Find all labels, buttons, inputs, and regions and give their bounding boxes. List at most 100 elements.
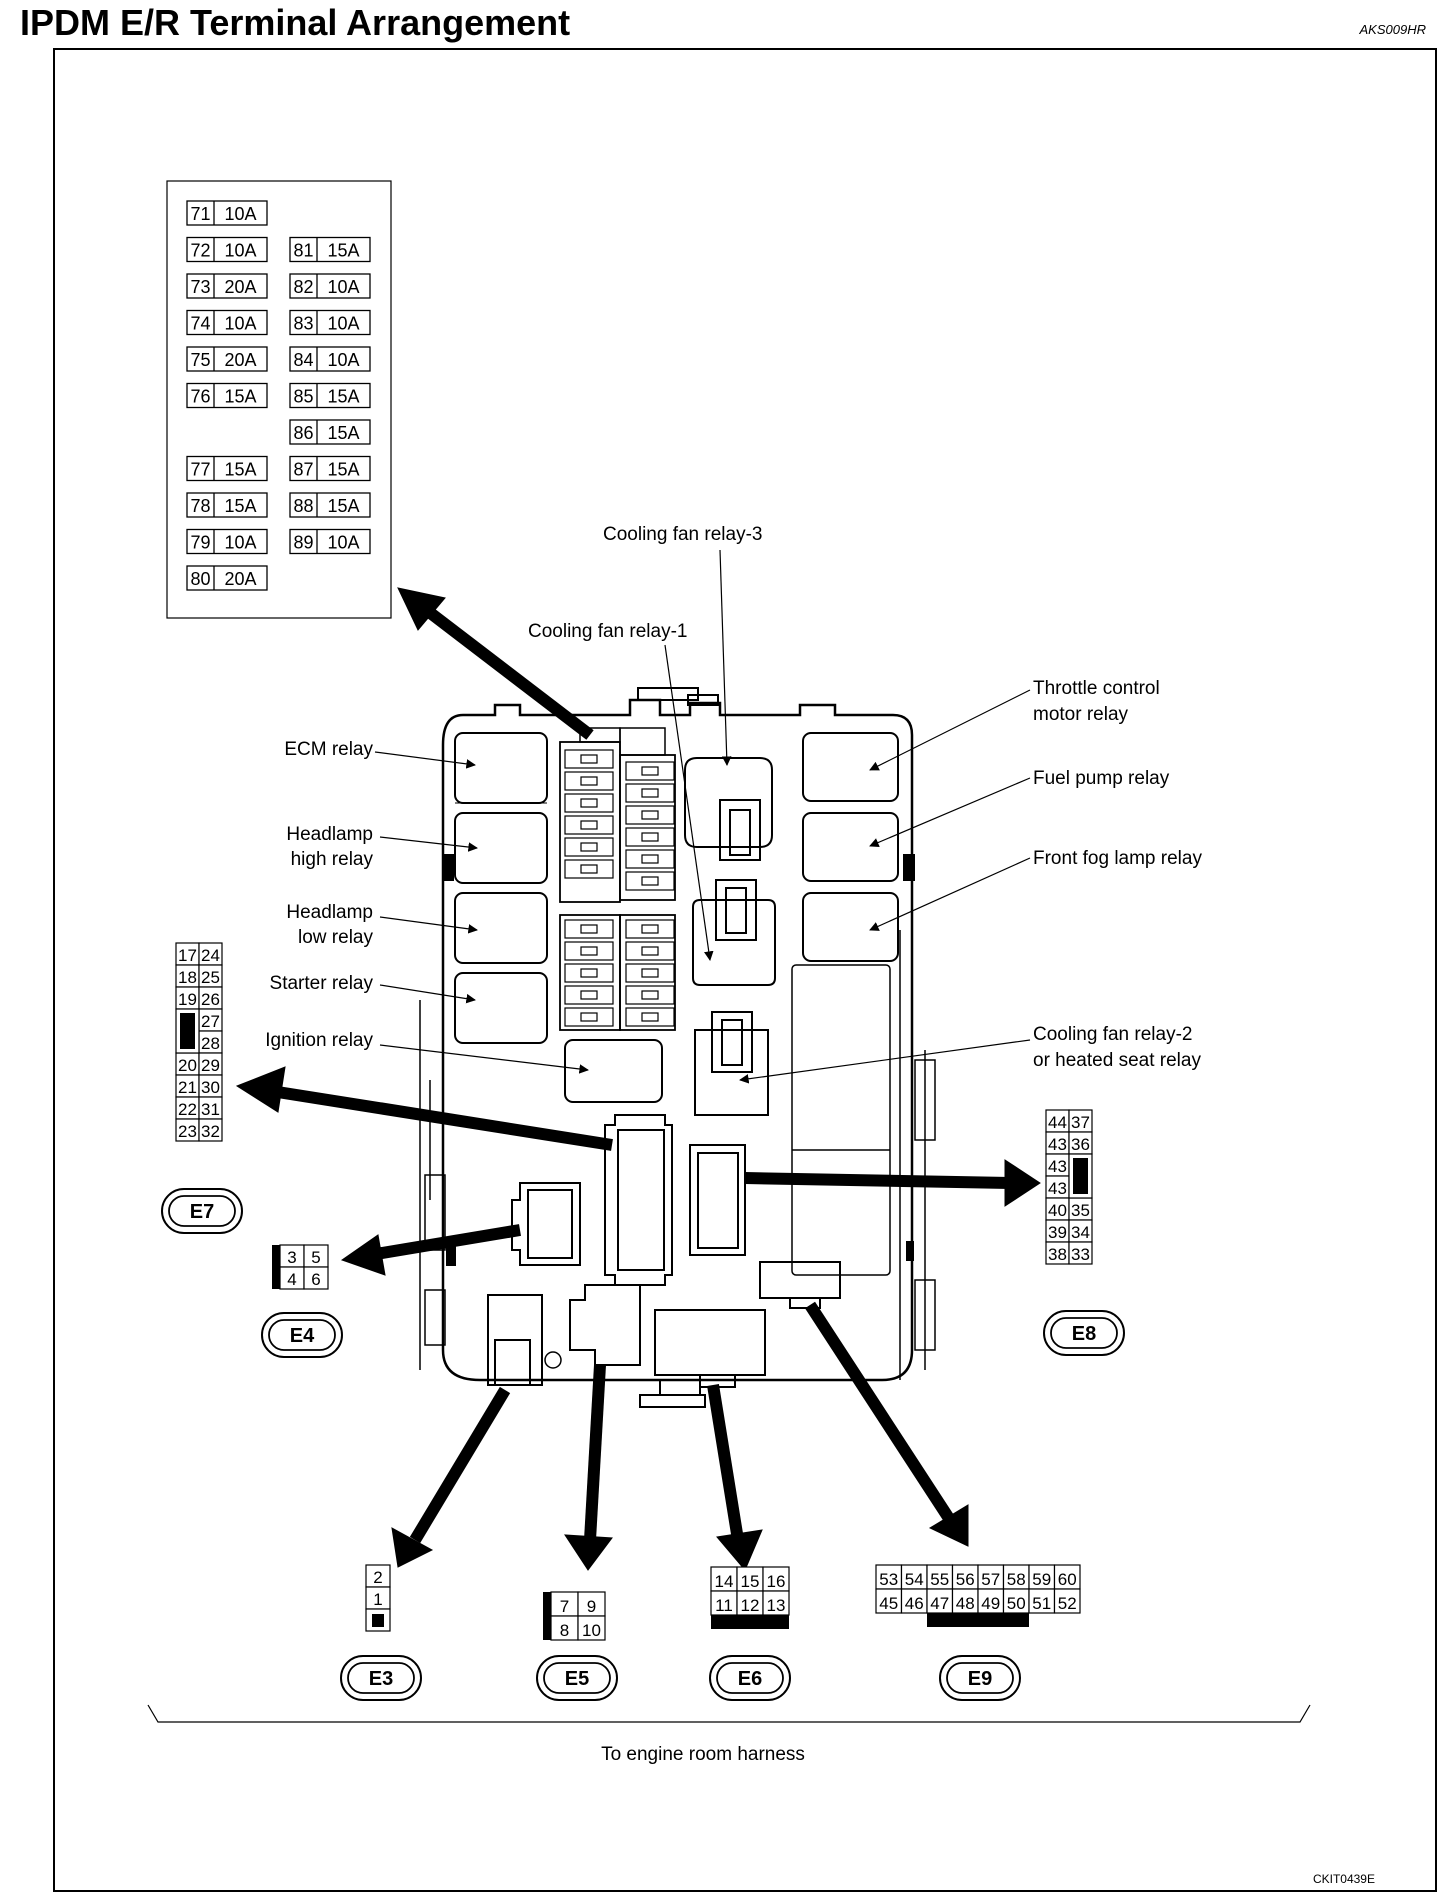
pin-number: 34 xyxy=(1071,1223,1090,1242)
pin-number: 43 xyxy=(1048,1179,1067,1198)
pin-number: 39 xyxy=(1048,1223,1067,1242)
connector-name: E6 xyxy=(738,1668,762,1690)
connector-name: E3 xyxy=(369,1668,393,1690)
connector-label-e8: E8 xyxy=(1043,1310,1125,1356)
fuse-amperage: 15A xyxy=(224,496,256,516)
pin-number: 32 xyxy=(201,1122,220,1141)
starter-relay-label: Starter relay xyxy=(270,973,374,994)
pin-number: 28 xyxy=(201,1034,220,1053)
pin-number: 53 xyxy=(879,1570,898,1589)
pin-number: 60 xyxy=(1058,1570,1077,1589)
fuse-amperage: 15A xyxy=(327,423,359,443)
fuse-amperage: 15A xyxy=(327,460,359,480)
pin-number: 12 xyxy=(741,1596,760,1615)
pin-number: 20 xyxy=(178,1056,197,1075)
pin-number: 24 xyxy=(201,946,220,965)
fuse-amperage: 10A xyxy=(224,204,256,224)
pin-number: 59 xyxy=(1032,1570,1051,1589)
pin-number: 13 xyxy=(767,1596,786,1615)
fuse-number: 77 xyxy=(190,460,210,480)
throttle-control-relay-label-1: Throttle control xyxy=(1033,678,1160,699)
figure-code-top: AKS009HR xyxy=(1359,22,1426,37)
connector-label-e9: E9 xyxy=(939,1655,1021,1701)
fuse-amperage: 15A xyxy=(327,387,359,407)
fuse-amperage: 15A xyxy=(224,387,256,407)
fuel-pump-relay-label: Fuel pump relay xyxy=(1033,768,1170,789)
fuse-number: 79 xyxy=(190,533,210,553)
fuse-number: 71 xyxy=(190,204,210,224)
diagram-frame xyxy=(53,48,1437,1892)
headlamp-high-relay-label-2: high relay xyxy=(291,849,374,870)
connector-label-e5: E5 xyxy=(536,1655,618,1701)
fuse-number: 73 xyxy=(190,277,210,297)
fuse-number: 88 xyxy=(293,496,313,516)
fuse-amperage: 15A xyxy=(327,241,359,261)
cooling-fan-relay-2-label-1: Cooling fan relay-2 xyxy=(1033,1024,1192,1045)
fuse-number: 74 xyxy=(190,314,210,334)
pin-number: 31 xyxy=(201,1100,220,1119)
pin-number: 43 xyxy=(1048,1157,1067,1176)
fuse-amperage: 10A xyxy=(327,350,359,370)
leader-lines xyxy=(374,549,1031,1084)
connector-name: E8 xyxy=(1072,1323,1096,1345)
fuse-number: 84 xyxy=(293,350,313,370)
pin-number: 5 xyxy=(311,1248,320,1267)
pin-number: 48 xyxy=(956,1594,975,1613)
fuse-number: 72 xyxy=(190,241,210,261)
cooling-fan-relay-3-label: Cooling fan relay-3 xyxy=(603,524,762,545)
pin-number: 10 xyxy=(582,1621,601,1640)
pin-number: 8 xyxy=(560,1621,569,1640)
connector-label-e7: E7 xyxy=(161,1188,243,1234)
pin-number: 37 xyxy=(1071,1113,1090,1132)
pin-number: 23 xyxy=(178,1122,197,1141)
fuse-amperage: 20A xyxy=(224,277,256,297)
harness-label: To engine room harness xyxy=(601,1744,805,1765)
pin-number: 35 xyxy=(1071,1201,1090,1220)
front-fog-lamp-relay-label: Front fog lamp relay xyxy=(1033,848,1202,869)
fuse-84: 84 10A xyxy=(289,346,371,372)
pin-number: 46 xyxy=(905,1594,924,1613)
cooling-fan-relay-2-label-2: or heated seat relay xyxy=(1033,1050,1201,1071)
pin-number: 3 xyxy=(287,1248,296,1267)
pin-number: 15 xyxy=(741,1572,760,1591)
fuse-amperage: 10A xyxy=(327,277,359,297)
pin-number: 54 xyxy=(905,1570,924,1589)
pin-number: 29 xyxy=(201,1056,220,1075)
pin-number: 2 xyxy=(373,1568,382,1587)
connector-label-e6: E6 xyxy=(709,1655,791,1701)
fuse-amperage: 10A xyxy=(327,533,359,553)
pin-number: 55 xyxy=(930,1570,949,1589)
pin-number: 27 xyxy=(201,1012,220,1031)
page-title: IPDM E/R Terminal Arrangement xyxy=(20,2,571,43)
fuse-77: 77 15A xyxy=(186,455,268,482)
relay-labels: ECM relay Headlamp high relay Headlamp l… xyxy=(265,524,1202,1071)
pin-number: 21 xyxy=(178,1078,197,1097)
connector-name: E7 xyxy=(190,1201,214,1223)
pin-number: 43 xyxy=(1048,1135,1067,1154)
fuse-amperage: 15A xyxy=(224,460,256,480)
pin-number: 49 xyxy=(981,1594,1000,1613)
connector-name: E5 xyxy=(565,1668,589,1690)
pin-number: 18 xyxy=(178,968,197,987)
fuse-87: 87 15A xyxy=(289,455,371,482)
pin-number: 36 xyxy=(1071,1135,1090,1154)
fuse-number: 82 xyxy=(293,277,313,297)
pin-number: 22 xyxy=(178,1100,197,1119)
connector-arrows xyxy=(235,587,1041,1571)
fuse-number: 86 xyxy=(293,423,313,443)
pin-number: 4 xyxy=(287,1270,296,1289)
fuse-number: 87 xyxy=(293,460,313,480)
